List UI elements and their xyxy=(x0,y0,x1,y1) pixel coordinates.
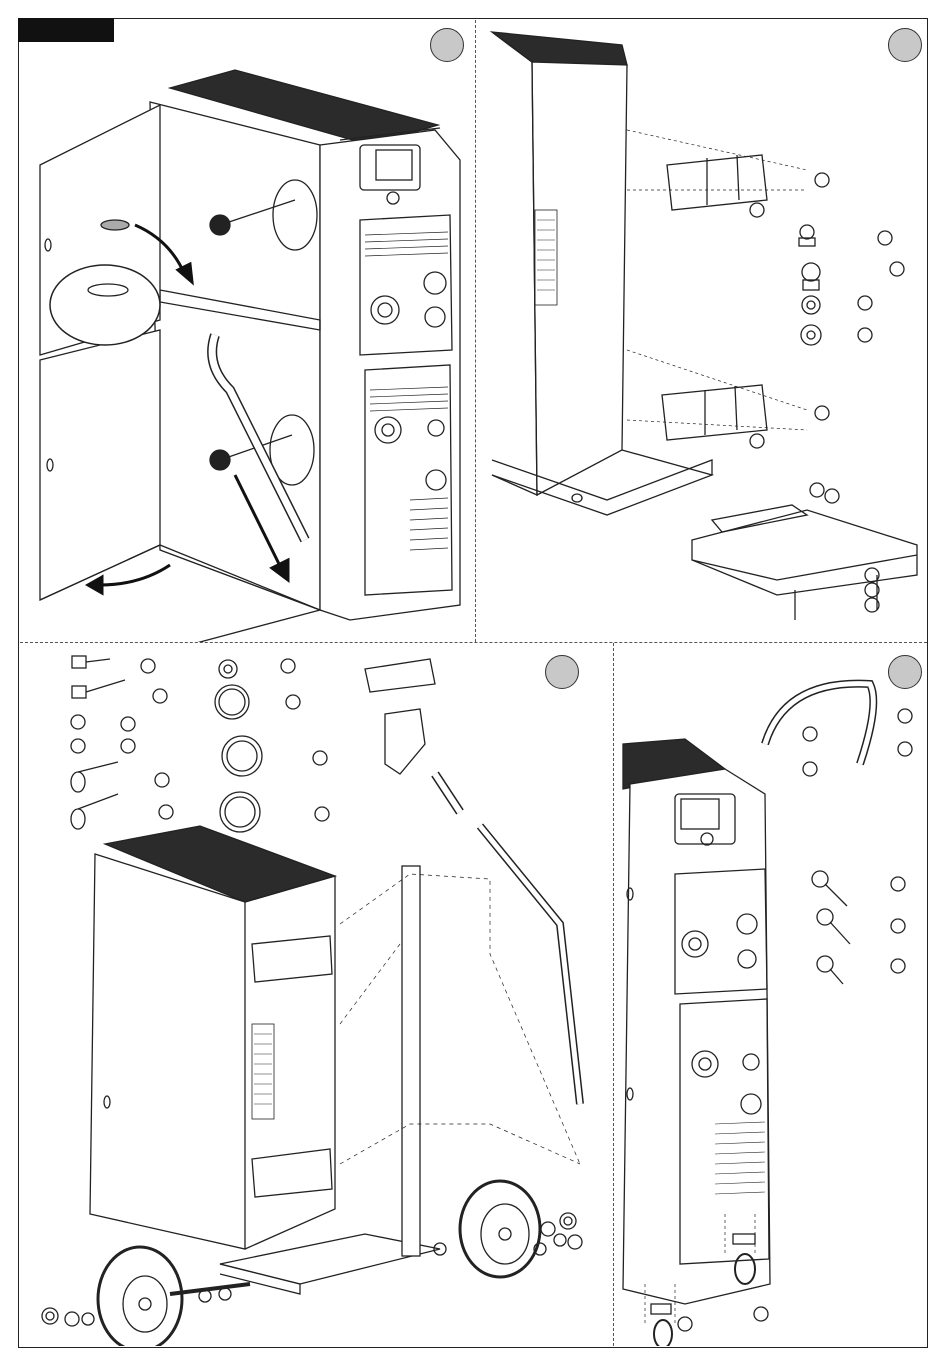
divider-horizontal xyxy=(20,642,927,643)
washer-icon xyxy=(215,659,329,832)
panel-step-4 xyxy=(615,644,927,1346)
divider-vertical-top xyxy=(475,20,476,642)
machine-open-door-illustration xyxy=(20,20,475,642)
rear-bracket-illustration xyxy=(477,20,927,642)
divider-vertical-bottom xyxy=(613,643,614,1346)
bolt-icon xyxy=(71,656,125,829)
panel-step-1 xyxy=(20,20,475,642)
panel-step-2 xyxy=(477,20,927,642)
handle-icon xyxy=(765,684,873,764)
handle-casters-illustration xyxy=(615,644,927,1346)
bolt-icon xyxy=(812,871,850,984)
panel-step-3 xyxy=(20,644,613,1346)
trolley-exploded-illustration xyxy=(20,644,613,1346)
